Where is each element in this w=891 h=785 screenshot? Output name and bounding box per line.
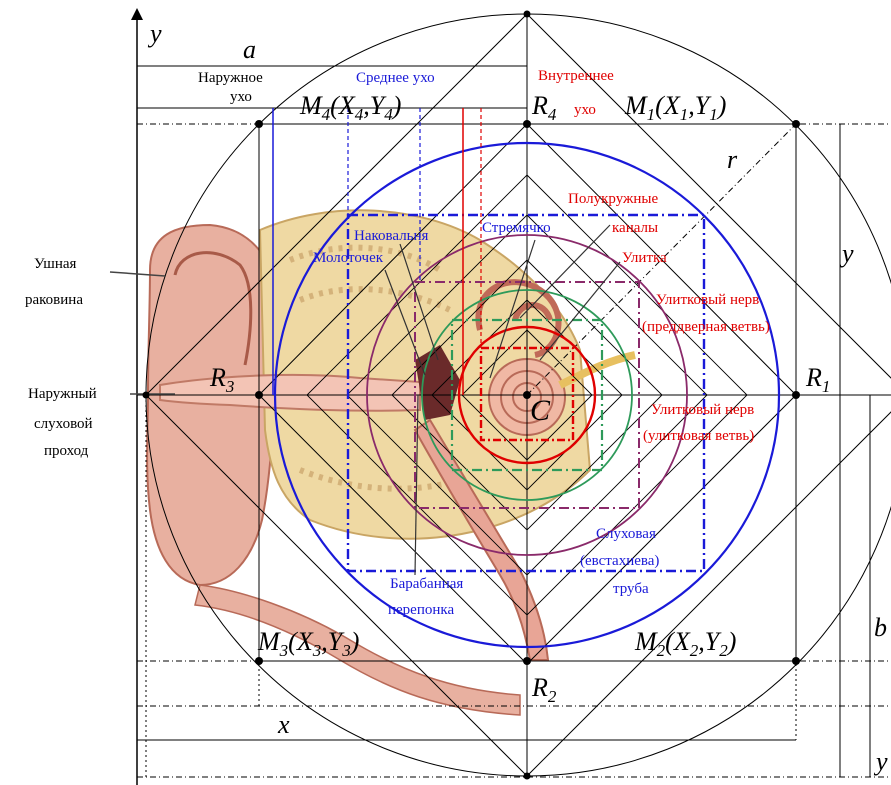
ear-canal — [159, 373, 421, 412]
r-label: r — [727, 145, 738, 174]
inner-ear-label-1: Внутреннее — [538, 68, 614, 84]
tube-label-2: (евстахиева) — [580, 553, 659, 569]
b-dimension-label: b — [874, 613, 887, 642]
blue-dashdot-square — [346, 213, 706, 573]
red-dashdot-square — [479, 346, 575, 442]
stapes-label: Стремячко — [482, 220, 551, 236]
center-C-label: C — [530, 394, 551, 427]
leader-malleus — [384, 269, 426, 376]
point-M3 — [255, 657, 263, 665]
blue-circle — [273, 141, 781, 649]
outer-ear-label-1: Наружное — [198, 70, 263, 86]
point-M4 — [255, 120, 263, 128]
cochlear-nerve-shape — [558, 351, 636, 389]
y-bottom-right-label: y — [873, 747, 888, 776]
malleus-label: Молоточек — [313, 250, 384, 266]
green-dashdot-square — [450, 318, 604, 472]
M4-label: M4(X4,Y4) — [299, 91, 401, 124]
purple-circle — [366, 234, 688, 556]
middle-ear-label: Среднее ухо — [356, 70, 435, 86]
M2-label: M2(X2,Y2) — [634, 627, 736, 660]
point-outer-bottom — [523, 772, 531, 780]
cochlea-label: Улитка — [622, 250, 667, 266]
M3-label: M3(X3,Y3) — [257, 627, 359, 660]
purple-dashdot-square — [414, 281, 640, 509]
anatomy-labels: Наружное ухо Среднее ухо Внутреннее ухо … — [25, 68, 770, 618]
nerve-vest-label-1: Улитковый нерв — [656, 292, 759, 308]
leader-eardrum — [414, 394, 419, 576]
outer-ear-label-2: ухо — [230, 89, 252, 105]
red-circle — [457, 325, 597, 465]
point-outer-top — [523, 10, 531, 18]
point-M1 — [792, 120, 800, 128]
y-axis-label: y — [147, 19, 162, 48]
a-dimension-label: a — [243, 35, 256, 64]
R1-label: R1 — [805, 363, 830, 396]
tube-label-1: Слуховая — [596, 526, 656, 542]
lower-tissue — [194, 584, 521, 716]
y-right-label: y — [839, 239, 854, 268]
canal-label-1: Наружный — [28, 386, 97, 402]
R2-label: R2 — [531, 673, 557, 706]
R4-label: R4 — [531, 91, 557, 124]
auricle-label-2: раковина — [25, 292, 83, 308]
eardrum-label-1: Барабанная — [390, 576, 463, 592]
auricle-label-1: Ушная — [34, 256, 77, 272]
inner-ear-label-2: ухо — [574, 102, 596, 118]
point-R3 — [255, 391, 263, 399]
nerve-coch-label-2: (улитковая ветвь) — [643, 428, 754, 444]
leader-auricle — [109, 271, 166, 277]
canal-label-2: слуховой — [34, 416, 93, 432]
canal-label-3: проход — [44, 443, 89, 459]
canals-label-1: Полукружные — [568, 191, 658, 207]
nerve-vest-label-2: (преддверная ветвь) — [642, 319, 770, 335]
leader-cochlea — [539, 261, 621, 361]
M1-label: M1(X1,Y1) — [624, 91, 726, 124]
green-circle — [421, 289, 633, 501]
point-R1 — [792, 391, 800, 399]
auricle-inner-fold — [173, 251, 253, 366]
point-R4 — [523, 120, 531, 128]
leader-incus — [399, 243, 439, 361]
x-dimension-label: x — [277, 710, 290, 739]
R3-label: R3 — [209, 363, 234, 396]
nerve-coch-label-1: Улитковый нерв — [651, 402, 754, 418]
eardrum-label-2: перепонка — [388, 602, 454, 618]
leader-stapes — [489, 239, 536, 379]
bone-texture — [288, 244, 461, 492]
math-labels: y a x y b r y C R1 R2 R3 R4 M1(X1,Y1) M2… — [147, 19, 888, 776]
point-outer-left — [142, 391, 150, 399]
point-C — [523, 391, 531, 399]
geometry-overlay — [109, 8, 891, 785]
leader-canals — [519, 224, 611, 319]
tube-label-3: труба — [613, 581, 649, 597]
point-M2 — [792, 657, 800, 665]
point-R2 — [523, 657, 531, 665]
incus-label: Наковальня — [354, 228, 429, 244]
canals-label-2: каналы — [612, 220, 658, 236]
eustachian-tube-shape — [413, 418, 550, 661]
